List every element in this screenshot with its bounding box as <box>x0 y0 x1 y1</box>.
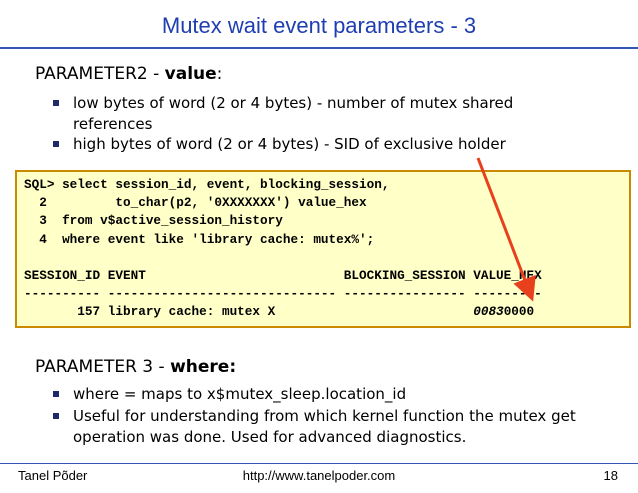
page-number: 18 <box>603 468 618 483</box>
code-line: 2 to_char(p2, '0XXXXXXX') value_hex <box>24 195 367 211</box>
parameter2-bullet: high bytes of word (2 or 4 bytes) - SID … <box>53 134 593 155</box>
parameter2-heading: PARAMETER2 - value: <box>35 64 222 84</box>
footer-author: Tanel Põder <box>18 468 88 483</box>
code-line: SQL> select session_id, event, blocking_… <box>24 177 390 192</box>
parameter3-bullet: where = maps to x$mutex_sleep.location_i… <box>53 384 613 405</box>
bullet-square-icon <box>53 413 59 419</box>
value-hex-sid-part: 0083 <box>473 304 504 320</box>
bullet-text: where = maps to x$mutex_sleep.location_i… <box>73 385 407 403</box>
slide-title: Mutex wait event parameters - 3 <box>161 13 477 38</box>
bullet-text: high bytes of word (2 or 4 bytes) - SID … <box>73 135 506 153</box>
code-line: 3 from v$active_session_history <box>24 213 283 229</box>
parameter2-suffix: : <box>216 64 223 84</box>
sql-code-box: SQL> select session_id, event, blocking_… <box>15 170 631 328</box>
parameter3-heading: PARAMETER 3 - where: <box>35 357 236 377</box>
bullet-text: low bytes of word (2 or 4 bytes) - numbe… <box>73 94 514 133</box>
bullet-square-icon <box>53 100 59 106</box>
bullet-text: Useful for understanding from which kern… <box>73 407 576 446</box>
value-hex-rest: 0000 <box>503 304 535 320</box>
code-line: 4 where event like 'library cache: mutex… <box>24 231 375 247</box>
parameter3-prefix: PARAMETER 3 - <box>35 357 171 377</box>
footer-url: http://www.tanelpoder.com <box>242 468 396 483</box>
code-line: SESSION_ID EVENT BLOCKING_SESSION VALUE_… <box>24 268 542 284</box>
sql-code: SQL> select session_id, event, blocking_… <box>24 176 542 322</box>
parameter2-prefix: PARAMETER2 - <box>35 64 165 84</box>
parameter2-bullet: low bytes of word (2 or 4 bytes) - numbe… <box>53 93 593 135</box>
code-line: ---------- -----------------------------… <box>24 286 542 302</box>
parameter3-keyword: where: <box>170 357 237 377</box>
title-divider <box>0 47 638 49</box>
code-line: 157 library cache: mutex X <box>24 304 474 320</box>
bullet-square-icon <box>53 391 59 397</box>
footer-divider <box>0 463 638 464</box>
parameter2-keyword: value <box>164 64 217 84</box>
bullet-square-icon <box>53 141 59 147</box>
parameter3-bullet: Useful for understanding from which kern… <box>53 406 633 448</box>
